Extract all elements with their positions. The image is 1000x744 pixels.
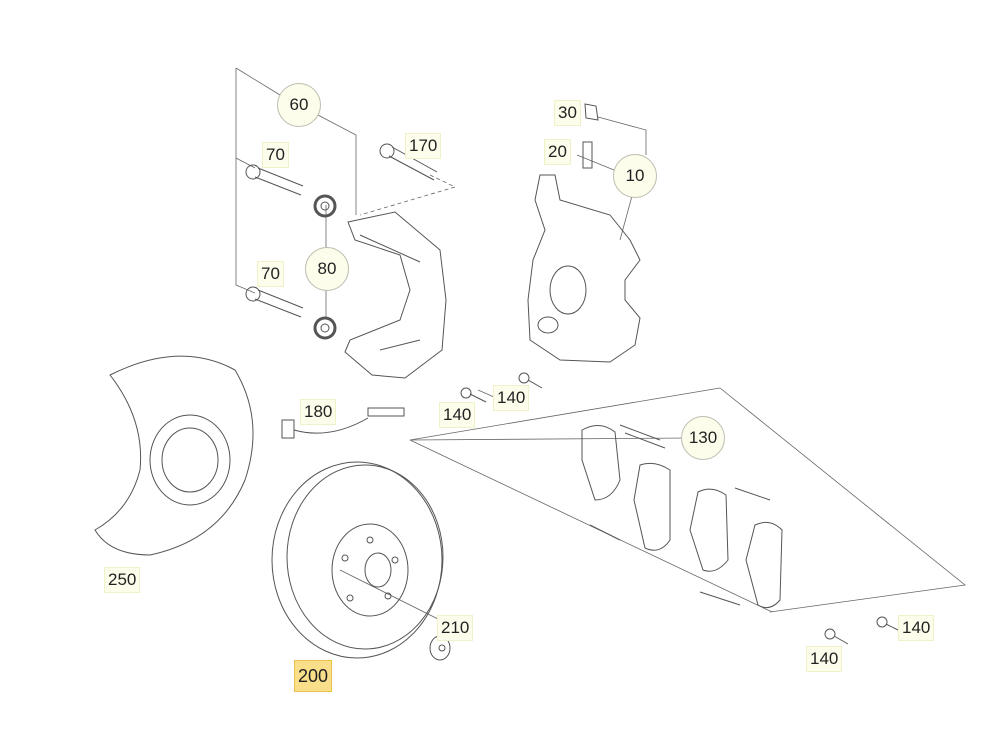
- callout-210[interactable]: 210: [437, 615, 474, 641]
- bushing-80-lower: [313, 316, 337, 340]
- callout-80[interactable]: 80: [305, 247, 349, 291]
- callout-170[interactable]: 170: [405, 133, 442, 159]
- bolt-70-upper: [245, 164, 304, 196]
- brake-pads: [581, 424, 783, 609]
- bolt-140-a: [460, 387, 487, 403]
- callout-140-d[interactable]: 140: [806, 646, 843, 672]
- callout-60[interactable]: 60: [277, 83, 321, 127]
- cap-30: [584, 103, 599, 121]
- callout-140-b[interactable]: 140: [493, 385, 530, 411]
- callout-30[interactable]: 30: [554, 100, 581, 126]
- callout-70-lower[interactable]: 70: [257, 261, 284, 287]
- brake-disc: [271, 461, 444, 659]
- callout-250[interactable]: 250: [104, 567, 141, 593]
- bolt-140-c: [876, 616, 899, 631]
- callout-140-a[interactable]: 140: [439, 402, 476, 428]
- wear-sensor: [281, 407, 405, 439]
- bolt-140-b: [518, 372, 543, 389]
- callout-10[interactable]: 10: [613, 154, 657, 198]
- brake-caliper: [527, 174, 641, 363]
- bleeder-20: [582, 141, 593, 169]
- caliper-carrier: [344, 211, 447, 379]
- bolt-140-d: [824, 628, 849, 645]
- callout-20[interactable]: 20: [544, 139, 571, 165]
- bolt-70-lower: [245, 286, 304, 318]
- bushing-80-upper: [313, 194, 337, 218]
- callout-180[interactable]: 180: [300, 399, 337, 425]
- callout-200-selected[interactable]: 200: [294, 660, 333, 692]
- callout-140-c[interactable]: 140: [898, 615, 935, 641]
- dust-shield: [94, 355, 254, 556]
- callout-70-upper[interactable]: 70: [262, 142, 289, 168]
- bolt-170: [379, 143, 438, 181]
- callout-130[interactable]: 130: [681, 416, 725, 460]
